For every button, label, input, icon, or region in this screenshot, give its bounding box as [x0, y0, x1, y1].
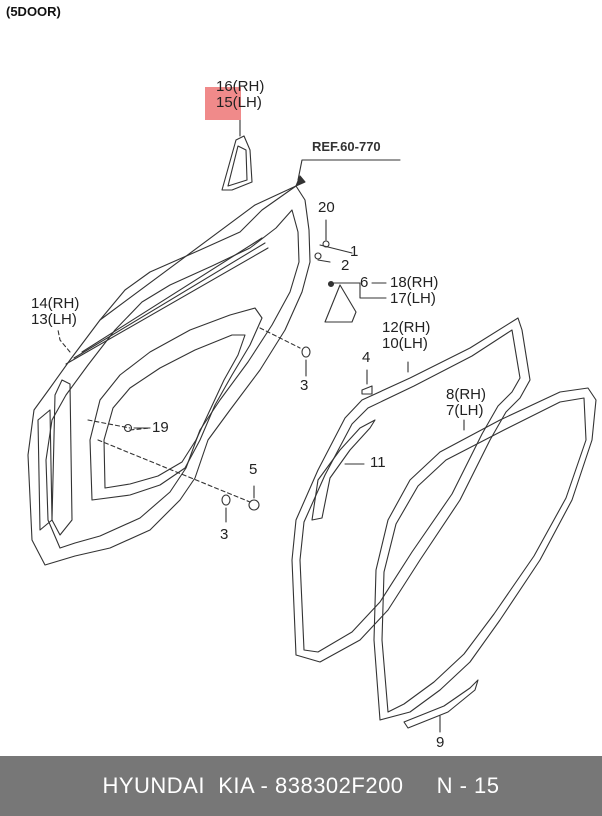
- lower-seal: [403, 679, 479, 729]
- callout-4: 4: [362, 349, 371, 366]
- footer-page-number: N - 15: [436, 773, 500, 798]
- callout-8: 8(RH): [446, 386, 486, 403]
- callout-12: 12(RH): [382, 319, 431, 336]
- delta-cover: [324, 284, 357, 323]
- callout-16: 16(RH): [216, 78, 265, 95]
- reference-label: REF.60-770: [312, 139, 381, 154]
- footer-bar: HYUNDAI KIA - 838302F200 N - 15: [0, 756, 602, 816]
- sash-trim-strip: [311, 419, 376, 521]
- callout-3a: 3: [300, 377, 309, 394]
- parts-diagram: [27, 119, 597, 733]
- callout-10: 10(LH): [382, 335, 428, 352]
- door-panel-outline: [27, 185, 311, 566]
- callout-3b: 3: [220, 526, 229, 543]
- footer-spacer: [404, 773, 437, 799]
- callout-2: 2: [341, 257, 350, 274]
- callout-1: 1: [350, 243, 359, 260]
- door-weatherstrip: [291, 317, 531, 663]
- opening-trim: [373, 387, 597, 721]
- footer-part-number: HYUNDAI KIA - 838302F200: [102, 773, 404, 798]
- callout-14: 14(RH): [31, 295, 80, 312]
- callout-18: 18(RH): [390, 274, 439, 291]
- diagram-title: (5DOOR): [6, 4, 61, 19]
- callout-17: 17(LH): [390, 290, 436, 307]
- callout-5: 5: [249, 461, 258, 478]
- callout-13: 13(LH): [31, 311, 77, 328]
- callout-6: 6: [360, 274, 369, 291]
- door-sash-trim: [221, 135, 253, 191]
- callout-9: 9: [436, 734, 445, 751]
- callout-11: 11: [370, 454, 386, 471]
- callout-19: 19: [152, 419, 169, 436]
- callout-15: 15(LH): [216, 94, 262, 111]
- callout-7: 7(LH): [446, 402, 484, 419]
- highlight-marker: [205, 87, 241, 120]
- callout-20: 20: [318, 199, 335, 216]
